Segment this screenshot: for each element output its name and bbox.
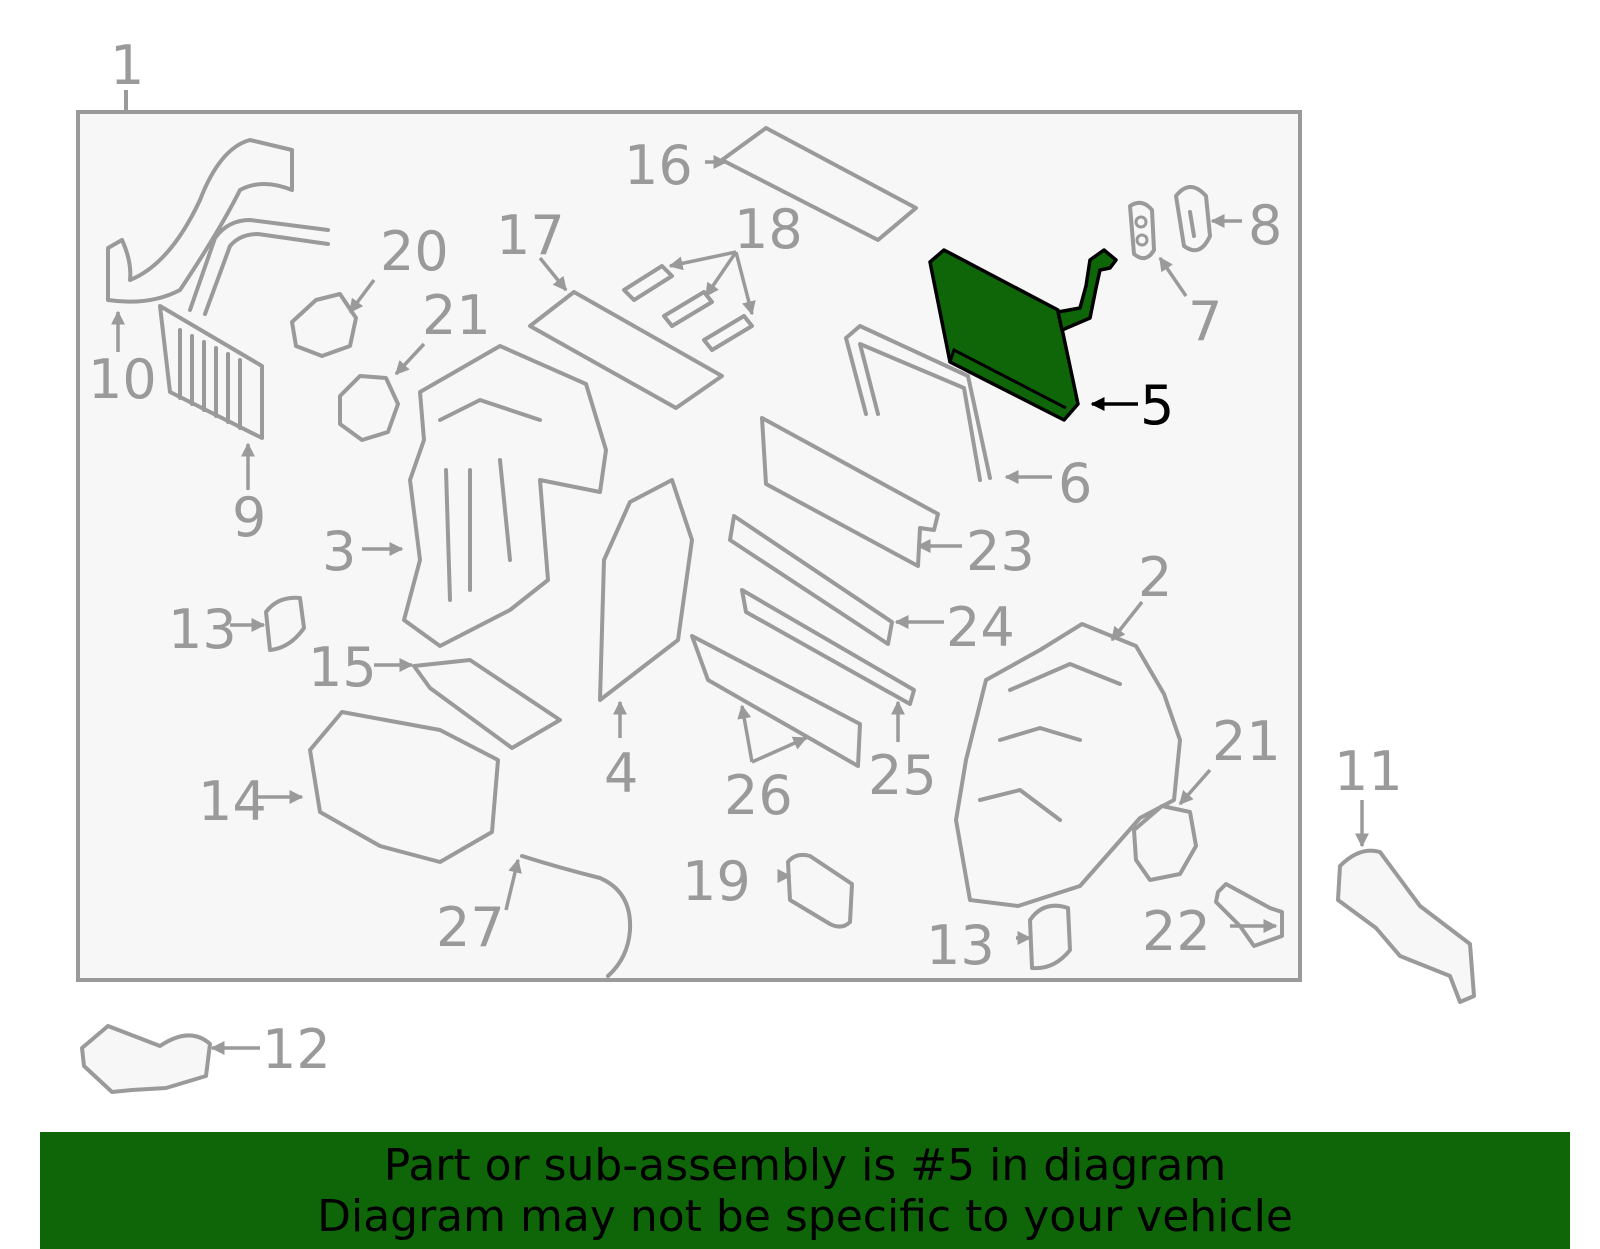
callout-15: 15 — [308, 636, 377, 699]
callout-1: 1 — [110, 34, 144, 97]
callout-27: 27 — [436, 896, 505, 959]
callout-19: 19 — [682, 850, 751, 913]
callout-13-upper: 13 — [168, 598, 237, 661]
part-21-actuator-upper[interactable] — [338, 374, 400, 442]
part-25-door[interactable] — [740, 588, 916, 706]
callout-21-upper: 21 — [422, 284, 491, 347]
callout-7: 7 — [1188, 290, 1222, 353]
part-5-evaporator[interactable] — [928, 248, 1118, 422]
callout-3: 3 — [322, 520, 356, 583]
part-3-case-half[interactable] — [402, 344, 608, 648]
part-8-grommet[interactable] — [1174, 185, 1212, 253]
callout-21-lower: 21 — [1212, 710, 1281, 773]
callout-13-lower: 13 — [926, 914, 995, 977]
part-16-filter[interactable] — [720, 126, 918, 242]
part-17-filter[interactable] — [528, 290, 724, 410]
part-27-hose[interactable] — [520, 854, 633, 978]
callout-labels: 1 16 17 18 20 21 10 9 3 13 15 14 27 4 26… — [88, 34, 1403, 1081]
part-13-seal-upper[interactable] — [264, 595, 306, 652]
part-24-door[interactable] — [728, 514, 894, 646]
callout-14: 14 — [198, 770, 267, 833]
part-10-heater-pipes[interactable] — [106, 138, 330, 316]
part-6-seal[interactable] — [844, 324, 992, 482]
callout-12: 12 — [262, 1018, 331, 1081]
part-20-actuator[interactable] — [290, 292, 358, 358]
callout-26: 26 — [724, 764, 793, 827]
callout-22: 22 — [1142, 900, 1211, 963]
callout-24: 24 — [946, 596, 1015, 659]
callout-18: 18 — [734, 198, 803, 261]
banner-line-disclaimer: Diagram may not be specific to your vehi… — [317, 1191, 1293, 1242]
part-4-door[interactable] — [598, 478, 694, 702]
part-11-duct[interactable] — [1336, 848, 1476, 1004]
part-23-door[interactable] — [760, 416, 940, 568]
callout-9: 9 — [232, 486, 266, 549]
callout-8: 8 — [1248, 194, 1282, 257]
part-12-duct[interactable] — [80, 1024, 212, 1094]
callout-17: 17 — [496, 204, 565, 267]
part-14-case-lower[interactable] — [308, 710, 500, 864]
callout-6: 6 — [1058, 452, 1092, 515]
callout-4: 4 — [604, 742, 638, 805]
callout-16: 16 — [624, 134, 693, 197]
part-26-door[interactable] — [690, 634, 862, 768]
callout-11: 11 — [1334, 740, 1403, 803]
part-18-clips[interactable] — [622, 264, 754, 352]
callout-10: 10 — [88, 348, 157, 411]
part-19-seal[interactable] — [786, 852, 854, 929]
part-21-actuator-lower[interactable] — [1132, 804, 1198, 882]
part-9-heater-core[interactable] — [158, 304, 264, 440]
part-13-seal-lower[interactable] — [1028, 903, 1072, 971]
callout-20: 20 — [380, 220, 449, 283]
callout-23: 23 — [966, 520, 1035, 583]
part-7-grommet[interactable] — [1128, 200, 1156, 261]
info-banner: Part or sub-assembly is #5 in diagram Di… — [40, 1132, 1570, 1249]
part-15-tray[interactable] — [412, 658, 562, 750]
callout-25: 25 — [868, 744, 937, 807]
leader-lines — [111, 155, 1369, 1055]
callout-2: 2 — [1138, 546, 1172, 609]
callout-5: 5 — [1140, 374, 1174, 437]
banner-line-part: Part or sub-assembly is #5 in diagram — [383, 1140, 1227, 1191]
